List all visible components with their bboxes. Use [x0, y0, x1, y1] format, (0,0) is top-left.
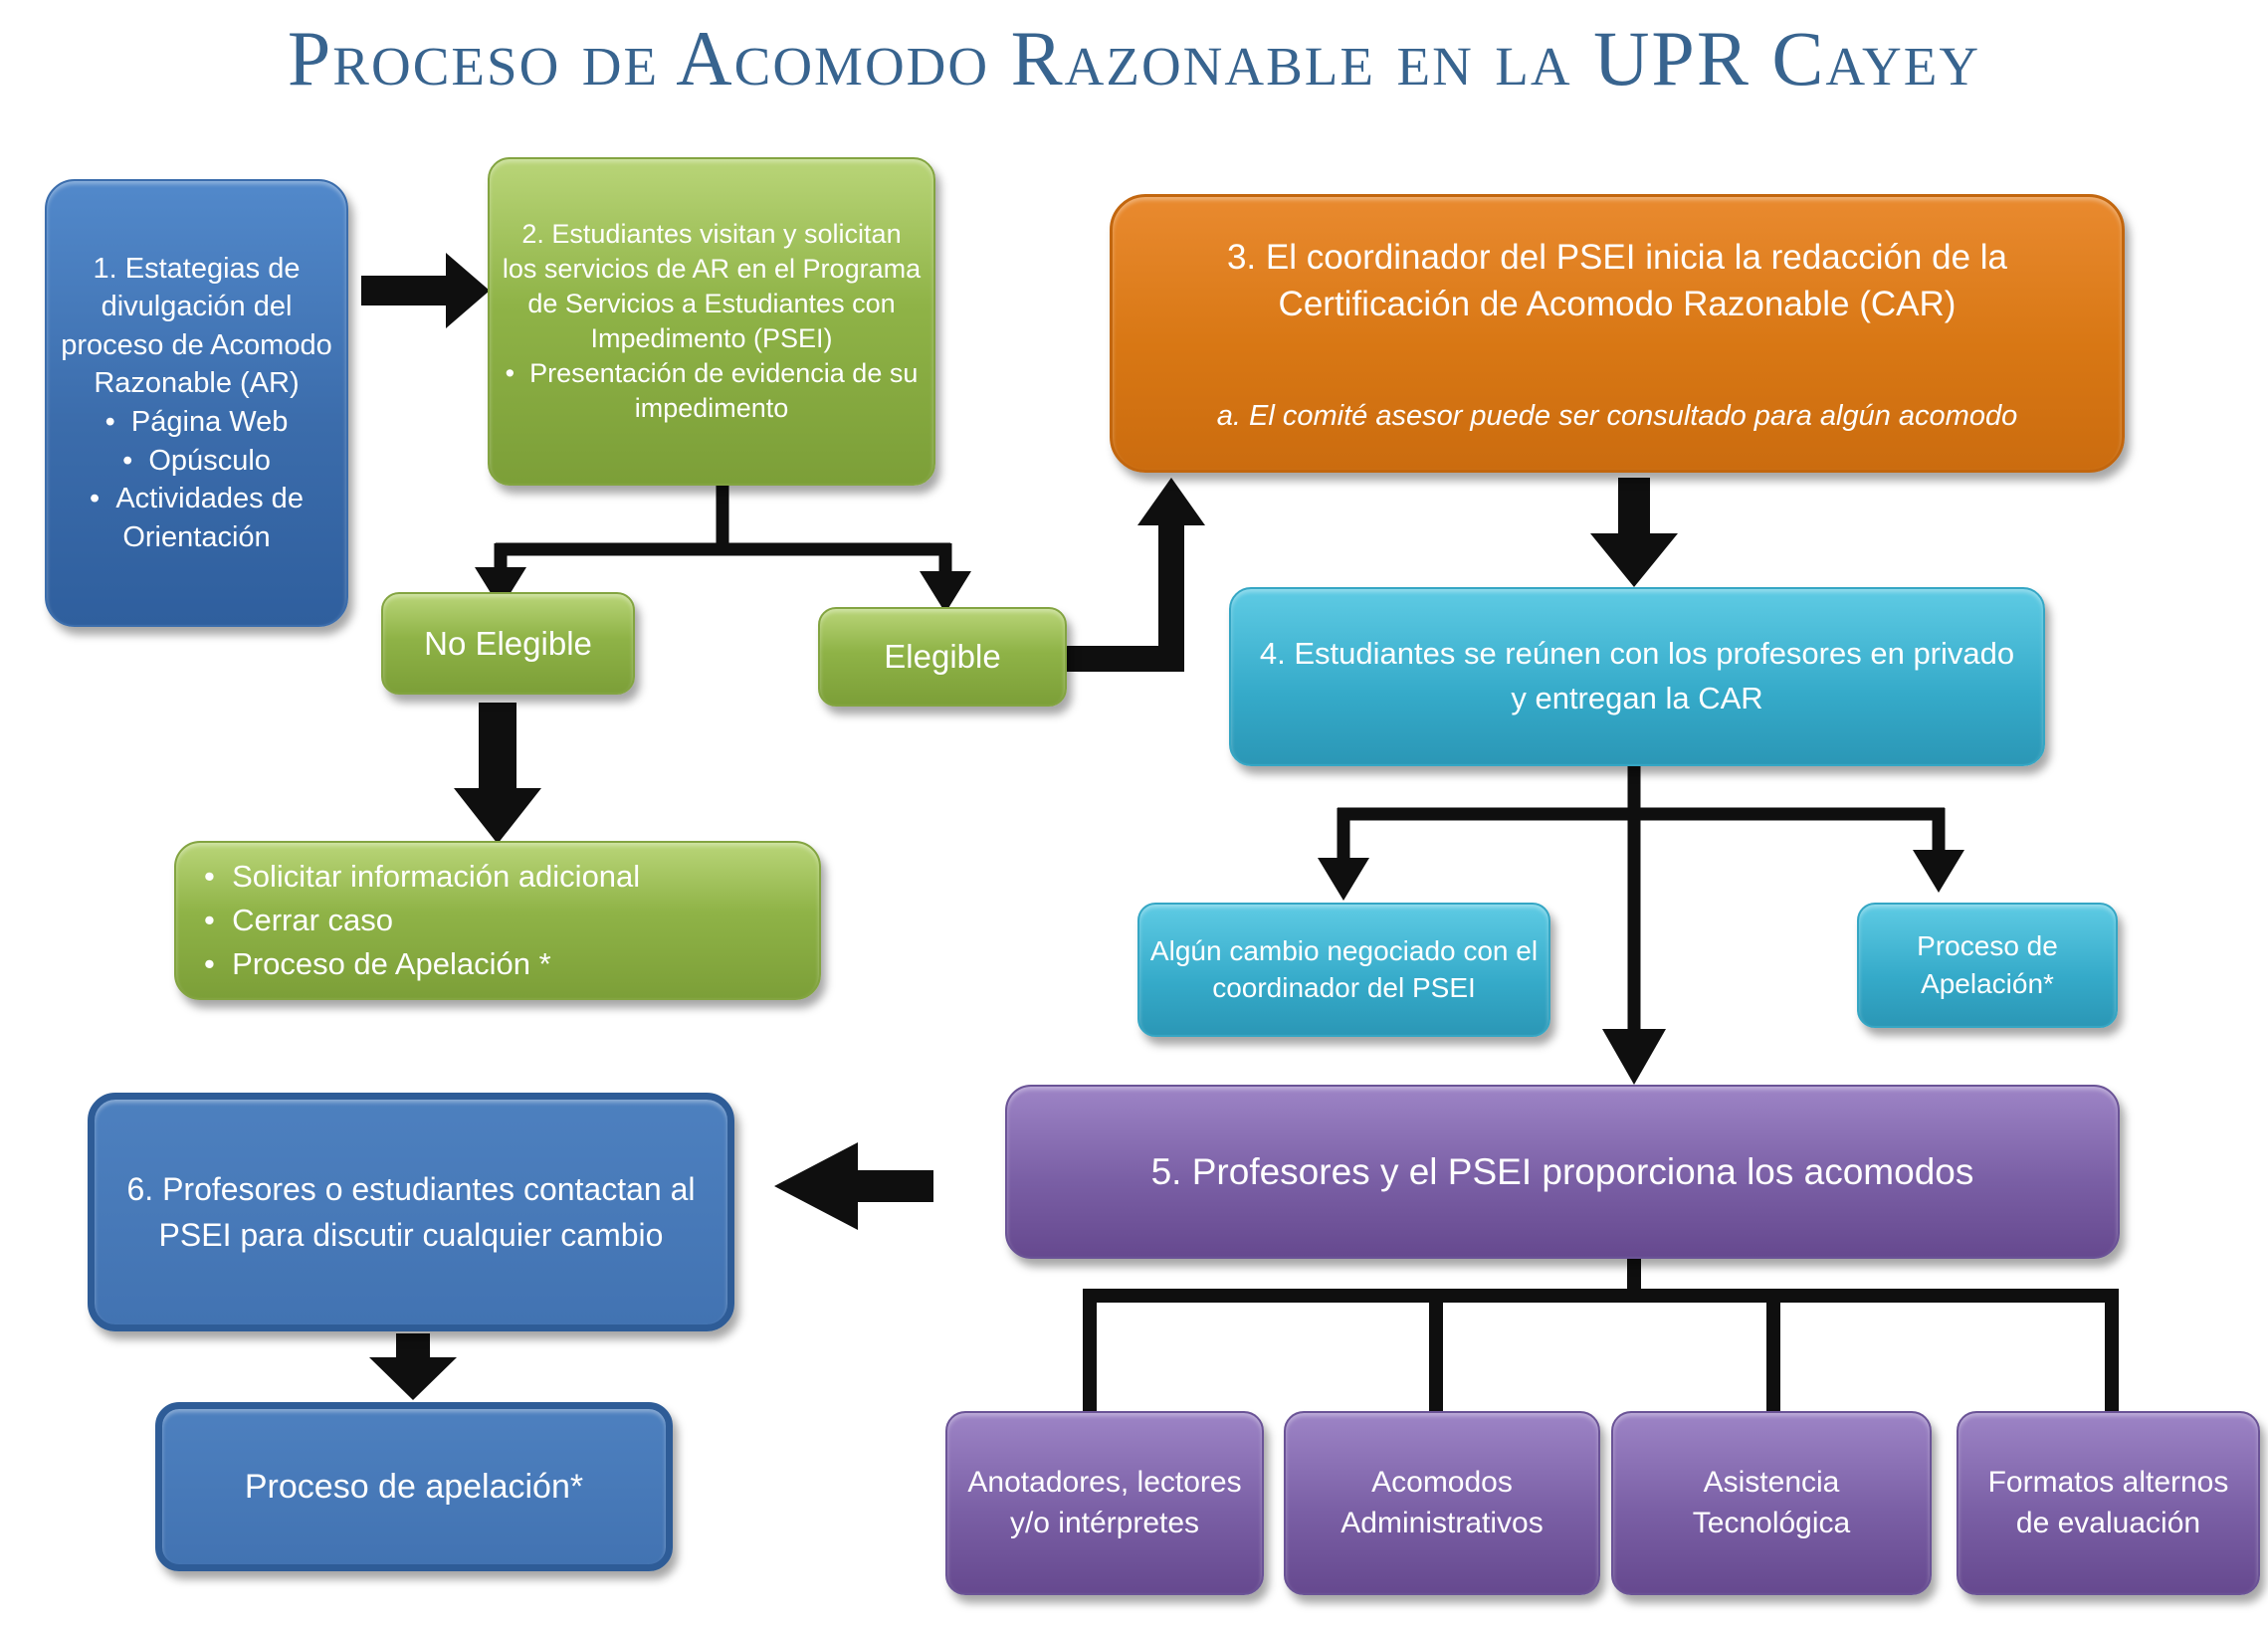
- node-acomodo-asistencia-tecnologica-label: Asistencia Tecnológica: [1692, 1466, 1851, 1539]
- node-4-label: 4. Estudiantes se reúnen con los profeso…: [1259, 636, 2015, 715]
- node-5-label: 5. Profesores y el PSEI proporciona los …: [1150, 1150, 1974, 1192]
- node-no-elegible: No Elegible: [381, 592, 635, 695]
- node-no-elegible-label: No Elegible: [424, 624, 592, 662]
- arrow-noelegible-to-outcomes: [454, 703, 541, 844]
- node-1-bullets: Página Web Opúsculo Actividades de Orien…: [57, 403, 336, 556]
- node-no-elegible-outcomes: Solicitar información adicional Cerrar c…: [174, 841, 821, 1000]
- page-title: Proceso de Acomodo Razonable en la UPR C…: [287, 15, 1981, 102]
- node-3-note: a. El comité asesor puede ser consultado…: [1216, 399, 2018, 432]
- node-acomodo-formatos-alternos-label: Formatos alternos de evaluación: [1987, 1466, 2229, 1539]
- node-elegible-label: Elegible: [884, 638, 1001, 675]
- bullet-item: Página Web: [57, 403, 336, 442]
- node-2-solicitud: 2. Estudiantes visitan y solicitan los s…: [488, 157, 935, 486]
- node-acomodo-asistencia-tecnologica: Asistencia Tecnológica: [1611, 1411, 1932, 1595]
- node-acomodo-administrativos-label: Acomodos Administrativos: [1340, 1466, 1544, 1539]
- node-proceso-apelacion-teal-label: Proceso de Apelación*: [1917, 930, 2058, 999]
- arrow-elegible-to-box3: [1065, 478, 1205, 672]
- node-elegible: Elegible: [818, 607, 1067, 707]
- node-4-entrega-car: 4. Estudiantes se reúnen con los profeso…: [1229, 587, 2045, 766]
- outcomes-bullets: Solicitar información adicional Cerrar c…: [176, 855, 640, 986]
- bullet-item: Solicitar información adicional: [204, 855, 640, 899]
- node-2-bullets: Presentación de evidencia de su impedime…: [502, 356, 922, 426]
- node-3-certificacion: 3. El coordinador del PSEI inicia la red…: [1110, 194, 2125, 473]
- connector-box5-branch: [1083, 1259, 2119, 1413]
- arrow-box6-to-apelacion: [369, 1333, 457, 1400]
- connector-box4-branch: [1318, 766, 1964, 1085]
- node-1-heading: 1. Estategias de divulgación del proceso…: [61, 252, 332, 400]
- bullet-item: Actividades de Orientación: [57, 480, 336, 556]
- arrow-box3-to-box4: [1590, 478, 1678, 587]
- node-algun-cambio: Algún cambio negociado con el coordinado…: [1137, 903, 1550, 1037]
- node-6-label: 6. Profesores o estudiantes contactan al…: [126, 1170, 696, 1253]
- node-acomodo-administrativos: Acomodos Administrativos: [1284, 1411, 1600, 1595]
- bullet-item: Opúsculo: [57, 442, 336, 481]
- arrow-box1-to-box2: [361, 253, 490, 328]
- node-proceso-apelacion-blue-label: Proceso de apelación*: [244, 1467, 584, 1506]
- connector-box2-branch: [475, 484, 971, 613]
- node-acomodo-anotadores-label: Anotadores, lectores y/o intérpretes: [967, 1466, 1242, 1539]
- node-algun-cambio-label: Algún cambio negociado con el coordinado…: [1149, 934, 1539, 1003]
- node-5-proporciona-acomodos: 5. Profesores y el PSEI proporciona los …: [1005, 1085, 2120, 1259]
- node-3-heading: 3. El coordinador del PSEI inicia la red…: [1226, 238, 2008, 324]
- bullet-item: Cerrar caso: [204, 899, 640, 942]
- node-2-heading: 2. Estudiantes visitan y solicitan los s…: [502, 218, 922, 353]
- node-proceso-apelacion-blue: Proceso de apelación*: [155, 1402, 673, 1571]
- node-6-contactan-psei: 6. Profesores o estudiantes contactan al…: [88, 1093, 734, 1331]
- node-proceso-apelacion-teal: Proceso de Apelación*: [1857, 903, 2118, 1028]
- bullet-item: Proceso de Apelación *: [204, 942, 640, 986]
- arrow-box5-to-box6: [774, 1142, 933, 1230]
- node-acomodo-anotadores: Anotadores, lectores y/o intérpretes: [945, 1411, 1264, 1595]
- bullet-item: Presentación de evidencia de su impedime…: [502, 356, 922, 426]
- node-acomodo-formatos-alternos: Formatos alternos de evaluación: [1957, 1411, 2260, 1595]
- node-1-divulgacion: 1. Estategias de divulgación del proceso…: [45, 179, 348, 627]
